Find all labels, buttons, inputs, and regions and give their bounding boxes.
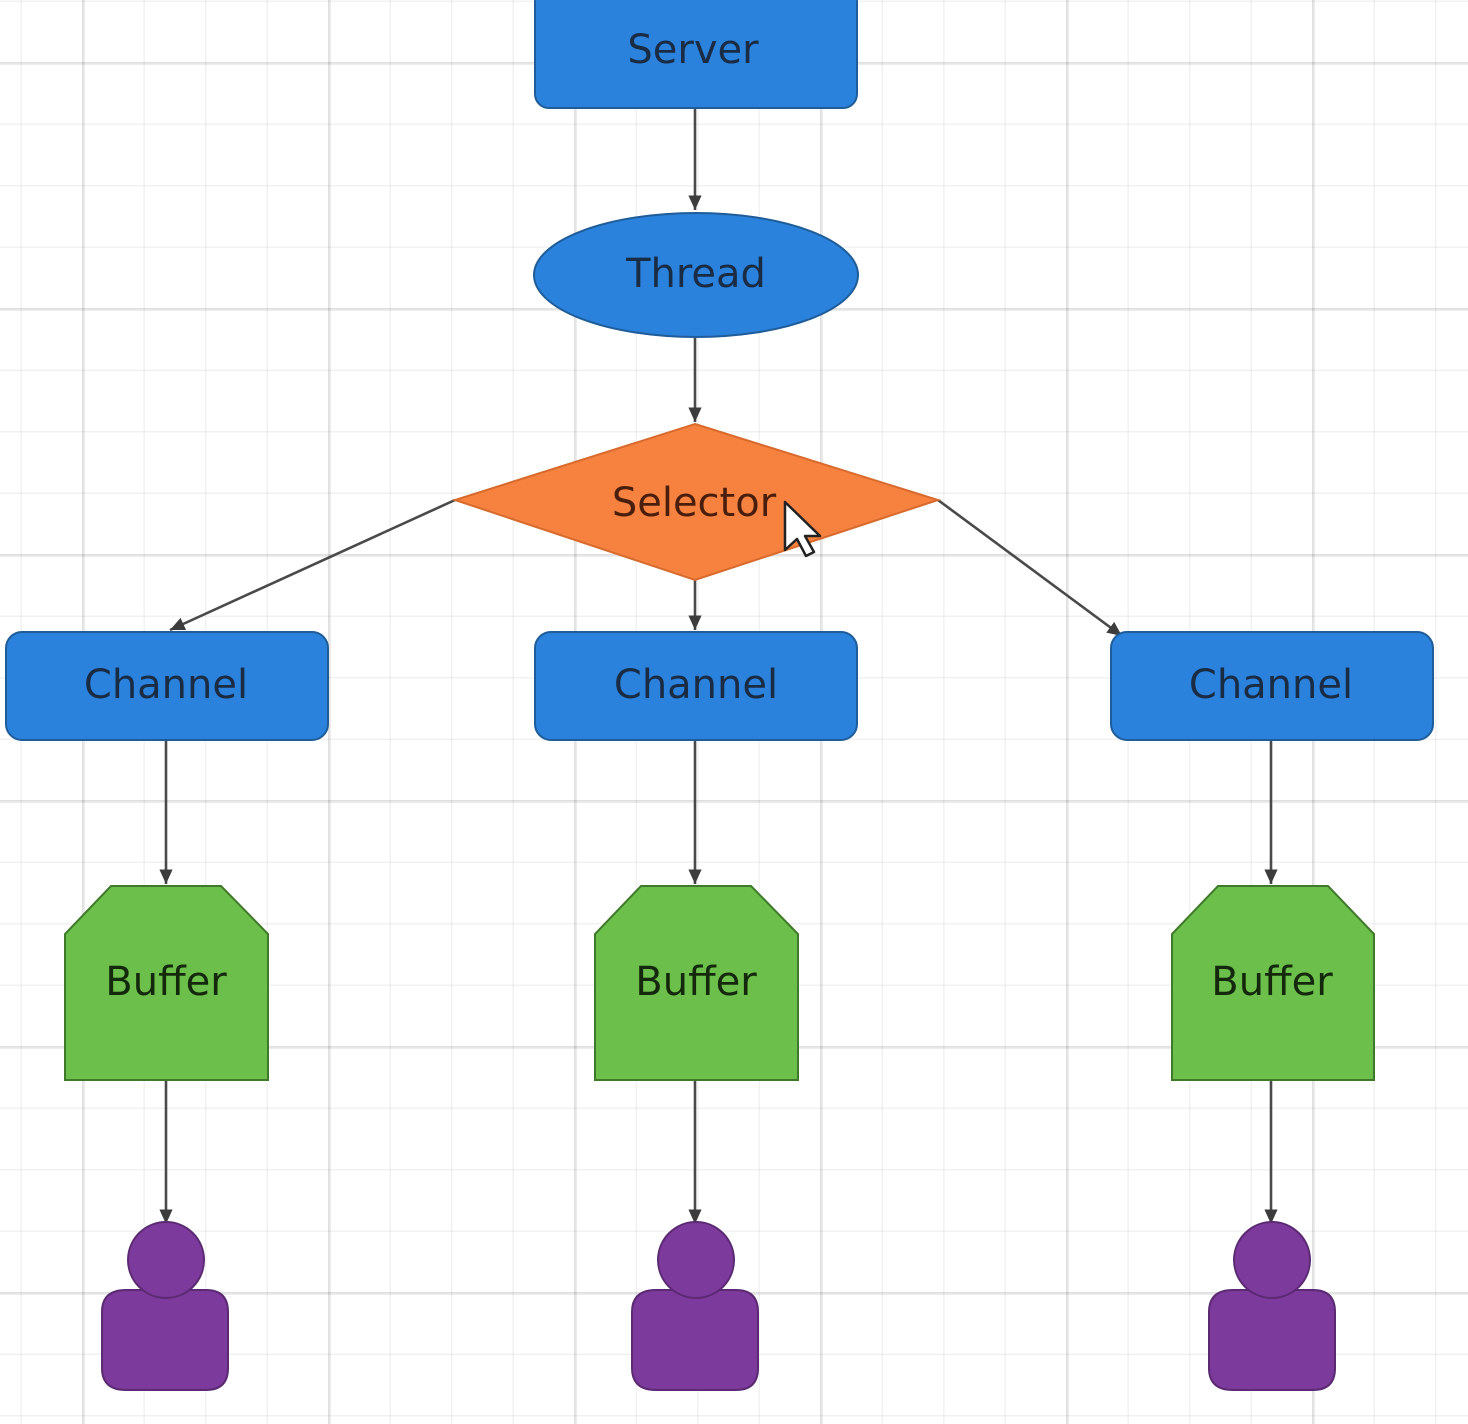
- node-channel-right[interactable]: Channel: [1110, 631, 1434, 741]
- server-label: Server: [627, 27, 759, 73]
- node-buffer-center[interactable]: Buffer: [594, 885, 799, 1081]
- node-buffer-right[interactable]: Buffer: [1171, 885, 1375, 1081]
- buffer-center-shape: [594, 885, 799, 1081]
- buffer-left-label: Buffer: [105, 959, 227, 1005]
- node-server[interactable]: Server: [534, 0, 858, 109]
- server-shape: [534, 0, 858, 109]
- node-buffer-left[interactable]: Buffer: [64, 885, 269, 1081]
- mouse-pointer-icon: [783, 500, 822, 558]
- channel-right-shape: [1110, 631, 1434, 741]
- thread-shape: [533, 212, 859, 338]
- channel-right-label: Channel: [1189, 662, 1353, 708]
- buffer-right-shape: [1171, 885, 1375, 1081]
- channel-center-shape: [534, 631, 858, 741]
- user-center-icon: [631, 1221, 759, 1391]
- user-left-icon: [101, 1221, 229, 1391]
- channel-center-label: Channel: [614, 662, 778, 708]
- channel-left-label: Channel: [84, 662, 248, 708]
- node-user-left[interactable]: [101, 1221, 229, 1391]
- node-channel-left[interactable]: Channel: [5, 631, 329, 741]
- thread-label: Thread: [625, 251, 766, 297]
- selector-shape: [451, 422, 942, 582]
- buffer-left-shape: [64, 885, 269, 1081]
- buffer-center-label: Buffer: [635, 959, 757, 1005]
- edges: [159, 108, 1278, 1224]
- buffer-right-label: Buffer: [1211, 959, 1333, 1005]
- channel-left-shape: [5, 631, 329, 741]
- node-thread[interactable]: Thread: [533, 212, 859, 338]
- user-right-icon: [1208, 1221, 1336, 1391]
- node-user-center[interactable]: [631, 1221, 759, 1391]
- edge-selector-channel-right[interactable]: [937, 498, 1123, 638]
- node-selector[interactable]: Selector: [451, 422, 942, 582]
- selector-label: Selector: [612, 480, 777, 526]
- edge-selector-channel-left[interactable]: [169, 498, 456, 632]
- node-user-right[interactable]: [1208, 1221, 1336, 1391]
- node-channel-center[interactable]: Channel: [534, 631, 858, 741]
